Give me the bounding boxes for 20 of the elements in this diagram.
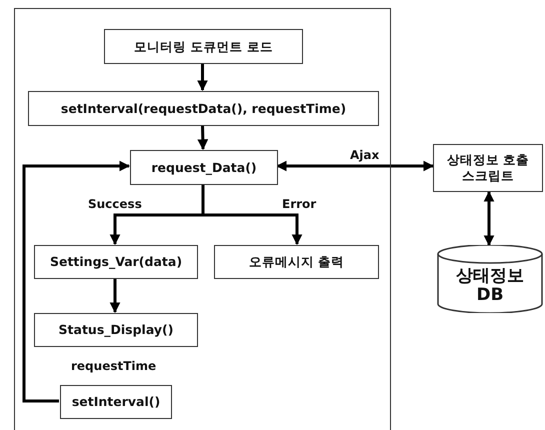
edge-label: Success — [86, 197, 144, 211]
interval-label: requestTime — [69, 359, 158, 374]
arrow — [197, 63, 208, 92]
edge-label: Error — [280, 197, 318, 211]
edge-label: Ajax — [348, 148, 382, 162]
arrow — [110, 278, 120, 314]
arrow — [22, 160, 130, 402]
process-box: request_Data() — [130, 150, 278, 185]
arrow — [197, 124, 208, 150]
process-box: 모니터링 도큐먼트 로드 — [104, 29, 303, 64]
process-box: setInterval() — [60, 385, 172, 419]
process-box: Status_Display() — [34, 313, 198, 347]
panel-frame — [14, 8, 391, 430]
process-box: 상태정보 호출 스크립트 — [433, 144, 543, 192]
process-box: 오류메시지 출력 — [214, 245, 379, 279]
process-box: setInterval(requestData(), requestTime) — [28, 91, 379, 126]
process-box: Settings_Var(data) — [34, 245, 198, 279]
arrow — [484, 190, 494, 246]
database-label: 상태정보 DB — [455, 267, 525, 305]
arrow — [202, 184, 302, 246]
